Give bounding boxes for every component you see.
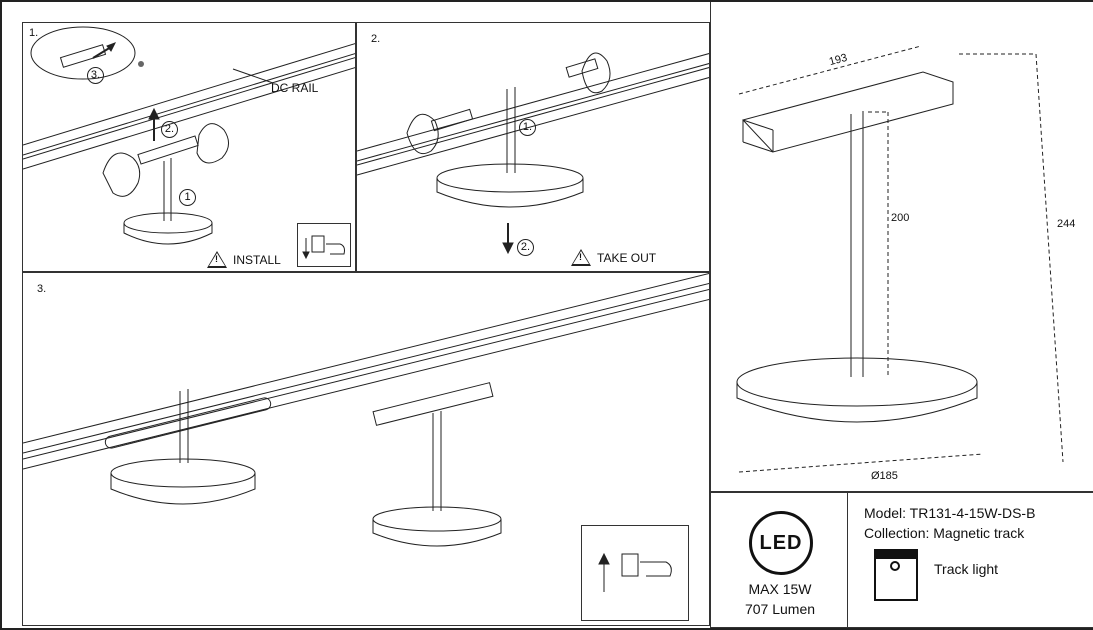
step-2-illustration <box>357 52 709 255</box>
power-on-icon <box>581 525 689 621</box>
step-1-panel: 1. DC RAIL 1 2. 3. ! INSTALL <box>22 22 356 272</box>
step-3-illustration <box>23 273 709 547</box>
step-1-illustration <box>23 26 355 245</box>
step-number: 2. <box>371 33 381 45</box>
collection-text: Collection: Magnetic track <box>864 525 1025 541</box>
lumen-output: 707 Lumen <box>744 601 816 617</box>
dimension-panel: 193 200 244 Ø185 <box>710 2 1093 492</box>
product-info-panel: Model: TR131-4-15W-DS-B Collection: Magn… <box>848 492 1093 628</box>
dim-height: 244 <box>1057 218 1076 230</box>
step-3-panel: 3. <box>22 272 710 626</box>
type-text: Track light <box>934 561 999 577</box>
warning-text: INSTALL <box>233 252 281 267</box>
step-number: 1. <box>29 27 39 39</box>
warning-icon: ! <box>571 249 591 266</box>
led-badge-icon: LED <box>749 511 813 575</box>
max-power: MAX 15W <box>748 581 812 597</box>
marker-1: 1 <box>179 189 196 206</box>
marker-1: 1. <box>519 119 536 136</box>
marker-3: 3. <box>87 67 104 84</box>
step-2-panel: 2. 1. 2. ! TAKE OUT <box>356 22 710 272</box>
led-panel: LED MAX 15W 707 Lumen <box>710 492 848 628</box>
dim-stem: 200 <box>891 212 910 224</box>
marker-2: 2. <box>517 239 534 256</box>
model-text: Model: TR131-4-15W-DS-B <box>864 505 1036 521</box>
install-warning: ! INSTALL <box>207 251 281 268</box>
warning-icon: ! <box>207 251 227 268</box>
take-out-warning: ! TAKE OUT <box>571 249 656 266</box>
dim-diameter: Ø185 <box>871 470 898 482</box>
marker-2: 2. <box>161 121 178 138</box>
dimension-drawing <box>736 45 1064 473</box>
plug-icon <box>297 223 351 267</box>
warning-text: TAKE OUT <box>597 250 657 265</box>
step-number: 3. <box>37 283 47 295</box>
track-light-icon <box>874 549 918 601</box>
dc-rail-label: DC RAIL <box>271 81 319 95</box>
